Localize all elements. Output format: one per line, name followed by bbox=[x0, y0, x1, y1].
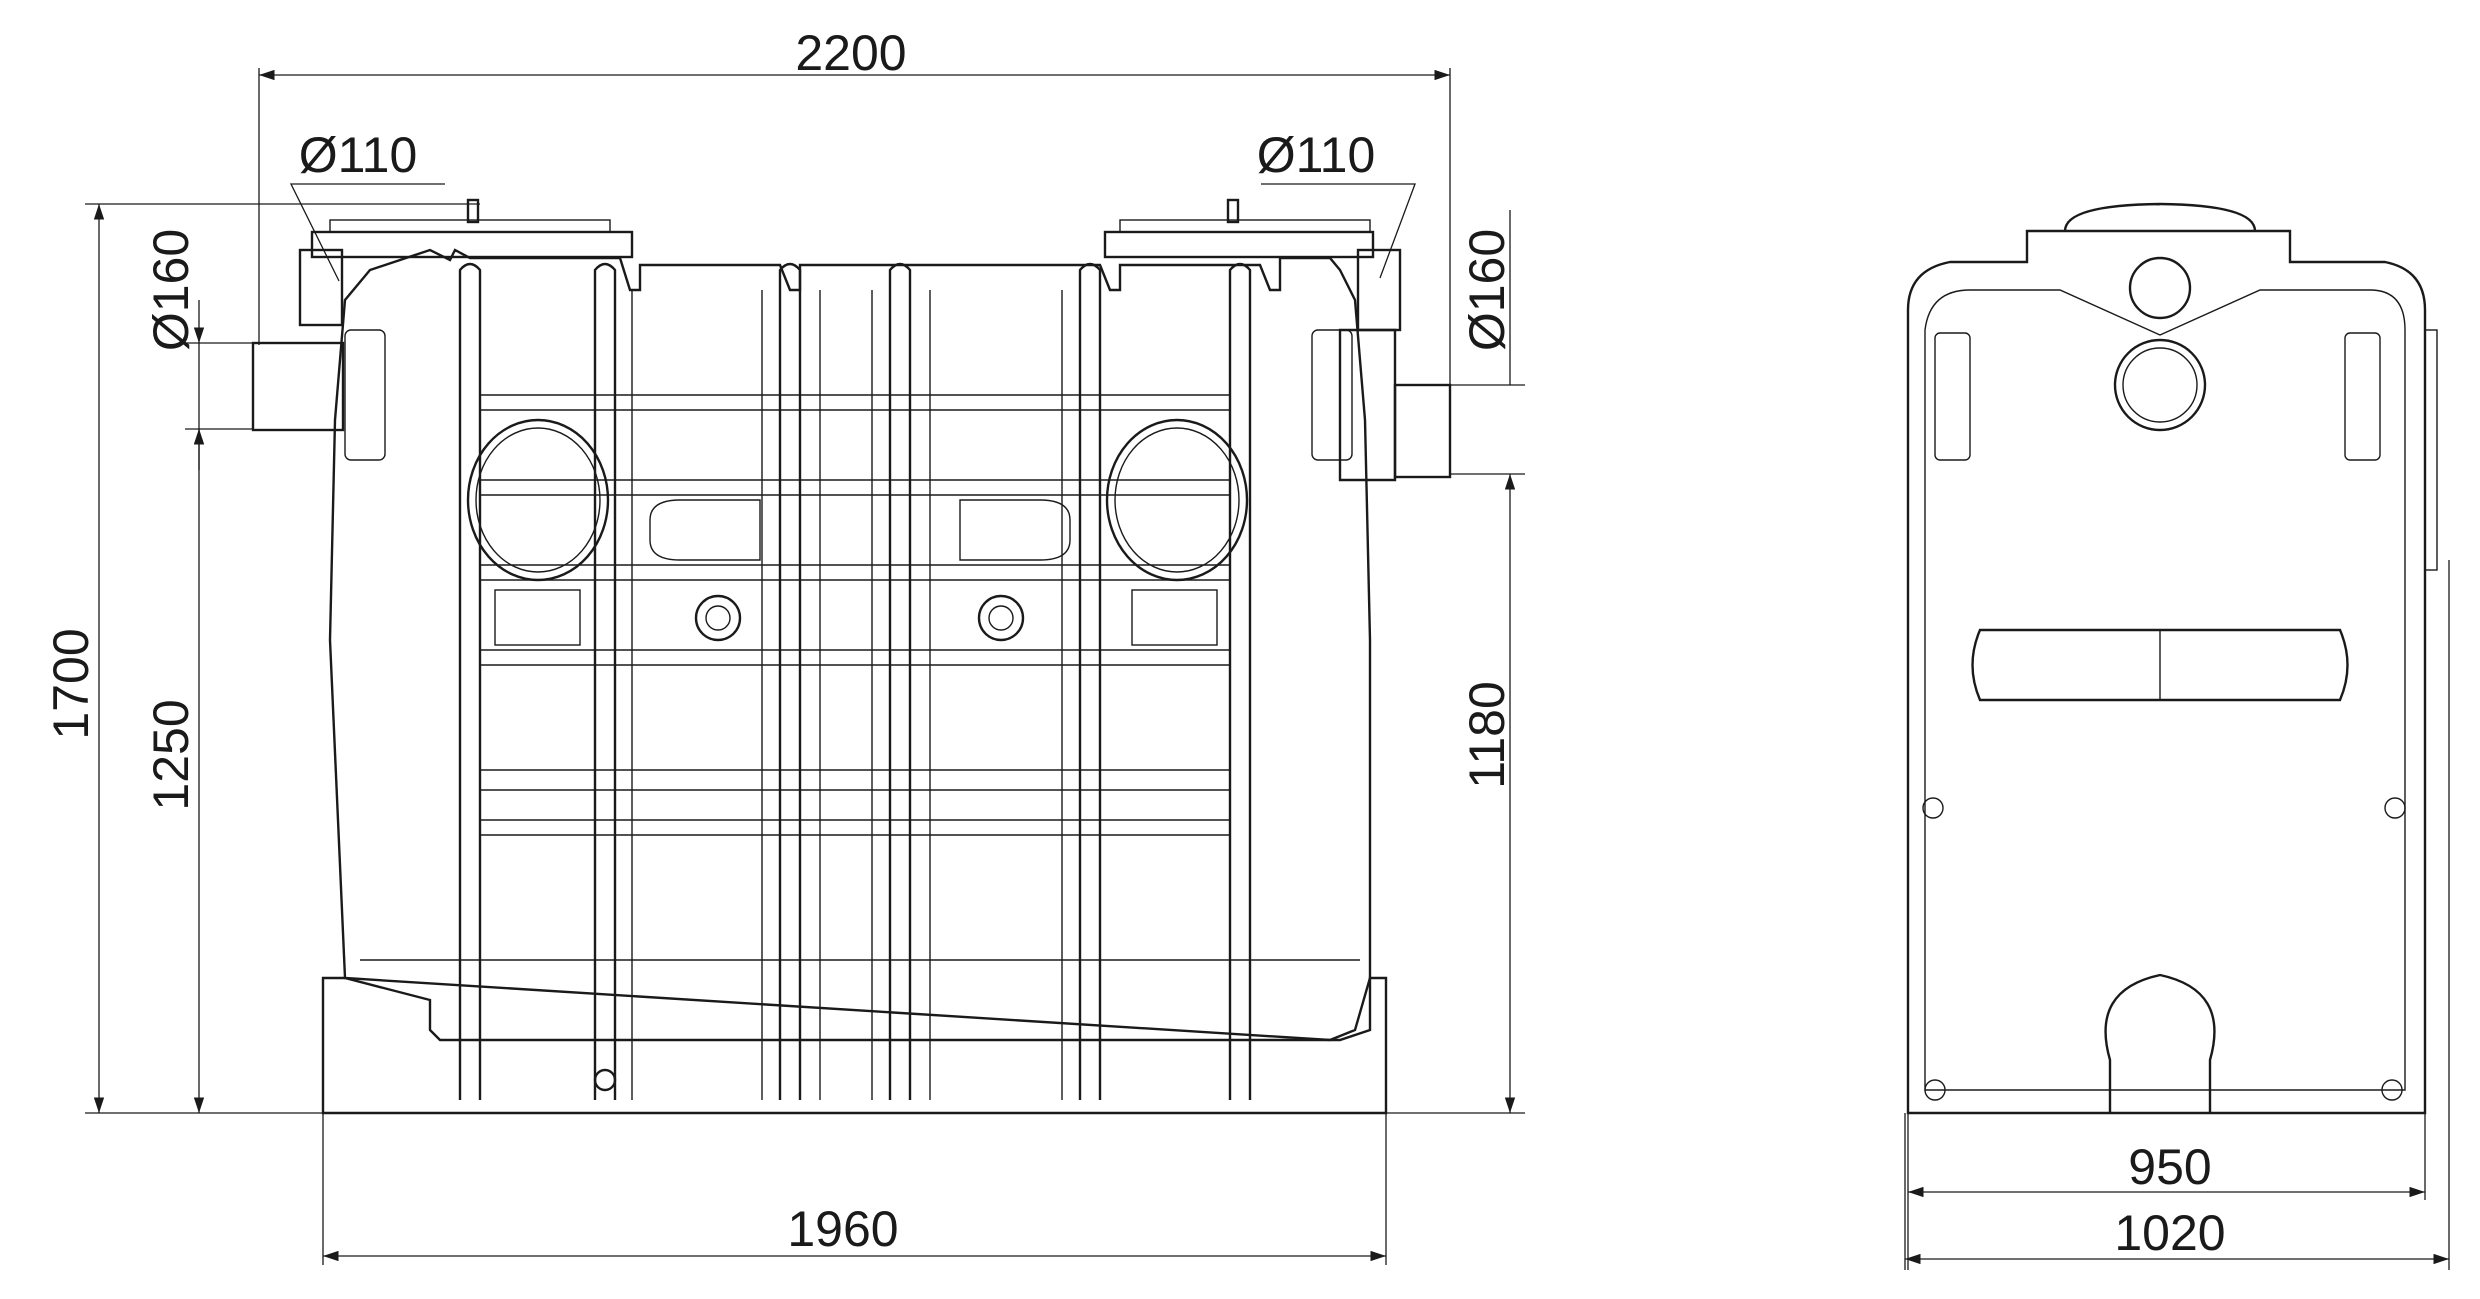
side-lid-dome bbox=[2063, 202, 2257, 232]
front-view bbox=[251, 198, 1452, 1115]
vent-pipe-left bbox=[298, 248, 344, 327]
dim-inlet-height: 1250 bbox=[143, 699, 199, 810]
inspection-port-right bbox=[1105, 418, 1249, 582]
dim-outlet-height: 1180 bbox=[1459, 681, 1515, 789]
dim-vent-diameter-left: Ø110 bbox=[299, 127, 418, 183]
fitting-right bbox=[977, 594, 1025, 642]
manhole-lid-right bbox=[1103, 198, 1375, 259]
dim-overall-height: 1700 bbox=[43, 628, 99, 739]
dim-base-length: 1960 bbox=[787, 1201, 898, 1257]
outlet-pipe bbox=[1393, 383, 1452, 479]
dim-inner-width: 950 bbox=[2128, 1139, 2211, 1195]
horizontal-bands bbox=[360, 394, 1360, 961]
drain-plug bbox=[593, 1068, 617, 1092]
dim-inlet-diameter: Ø160 bbox=[143, 229, 199, 351]
side-outlet-opening bbox=[2113, 338, 2207, 432]
inspection-port-left bbox=[466, 418, 610, 582]
side-view bbox=[1906, 202, 2438, 1115]
outlet-tee bbox=[1338, 328, 1397, 482]
manhole-lid-left bbox=[310, 198, 634, 259]
vertical-ribs bbox=[458, 262, 1252, 1100]
dim-overall-length: 2200 bbox=[795, 25, 906, 81]
vent-pipe-right bbox=[1356, 248, 1402, 332]
dim-overall-width: 1020 bbox=[2114, 1205, 2225, 1261]
tank-base bbox=[321, 976, 1388, 1115]
inlet-pipe bbox=[251, 341, 345, 432]
side-body bbox=[1906, 229, 2427, 1115]
dimension-lines bbox=[85, 68, 2450, 1270]
side-cross-rib bbox=[1971, 628, 2349, 702]
dim-vent-diameter-right: Ø110 bbox=[1257, 127, 1376, 183]
side-vent-opening bbox=[2128, 256, 2192, 320]
side-bottom-sump bbox=[2104, 973, 2216, 1113]
fitting-left bbox=[694, 594, 742, 642]
dim-outlet-diameter: Ø160 bbox=[1459, 229, 1515, 351]
